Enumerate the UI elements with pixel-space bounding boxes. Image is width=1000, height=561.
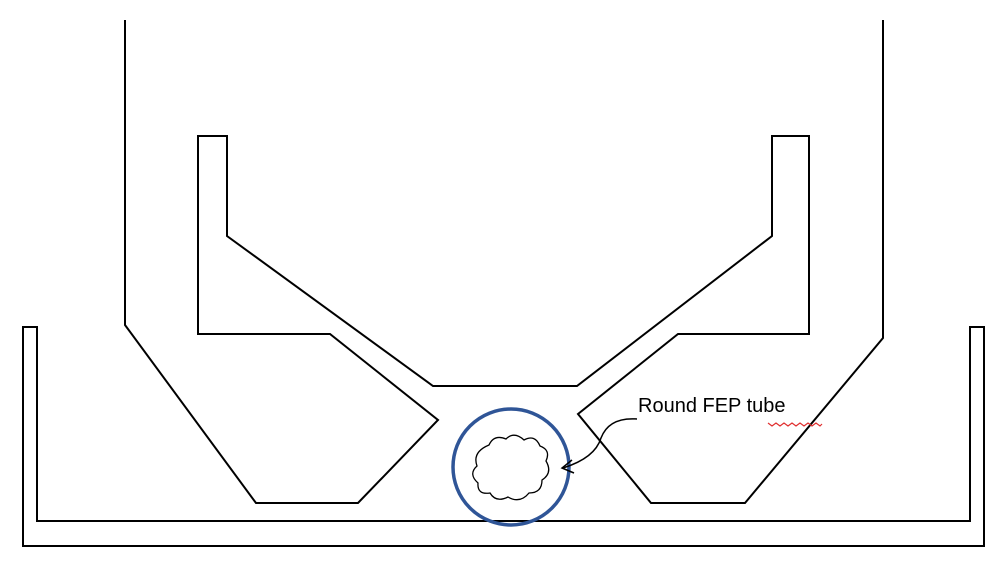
spellcheck-underline: [767, 422, 823, 427]
bath-tray-outline: [22, 326, 985, 547]
callout-label: Round FEP tube: [638, 395, 786, 417]
callout-arrowhead: [560, 459, 575, 474]
outer-holder-outline: [124, 20, 884, 504]
sample-cloud: [472, 434, 550, 501]
fep-tube-ring: [451, 407, 571, 527]
callout-pointer-line: [562, 418, 638, 469]
